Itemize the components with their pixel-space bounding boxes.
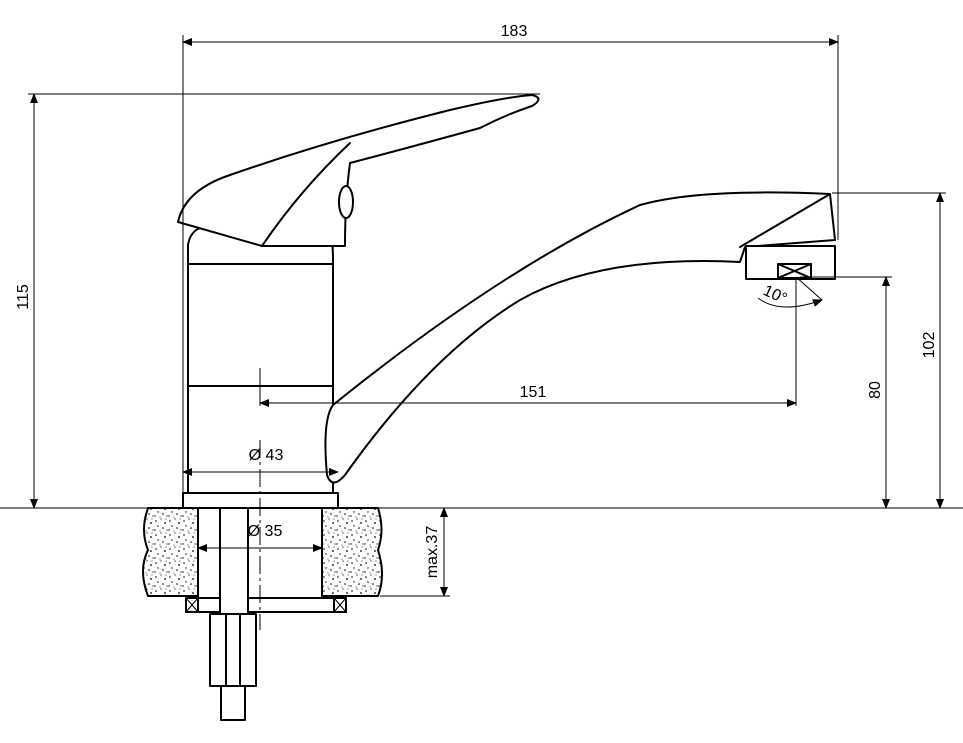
dimension-aerator-height: 80 [800, 276, 892, 509]
label-115: 115 [15, 284, 32, 310]
label-183: 183 [501, 23, 528, 40]
label-151: 151 [520, 384, 547, 401]
dimension-aerator-angle: 10° [757, 276, 823, 308]
faucet-spout [324, 191, 836, 484]
dimension-total-height: 115 [15, 93, 540, 509]
lever-handle [177, 94, 540, 247]
label-80: 80 [867, 381, 884, 399]
countertop-section [142, 507, 383, 721]
label-max37: max.37 [424, 526, 441, 579]
label-102: 102 [921, 332, 938, 359]
label-d35: Ø 35 [248, 523, 283, 540]
dimension-max-countertop: max.37 [380, 507, 450, 597]
dimension-spout-reach: 151 [259, 277, 797, 407]
dimension-hole-diameter: Ø 35 [197, 523, 323, 552]
faucet-body [182, 227, 339, 509]
aerator [745, 245, 836, 280]
label-10-deg: 10° [760, 282, 789, 308]
dimension-total-reach: 183 [182, 23, 839, 493]
label-d43: Ø 43 [249, 447, 284, 464]
dimension-outlet-height: 102 [832, 192, 946, 509]
